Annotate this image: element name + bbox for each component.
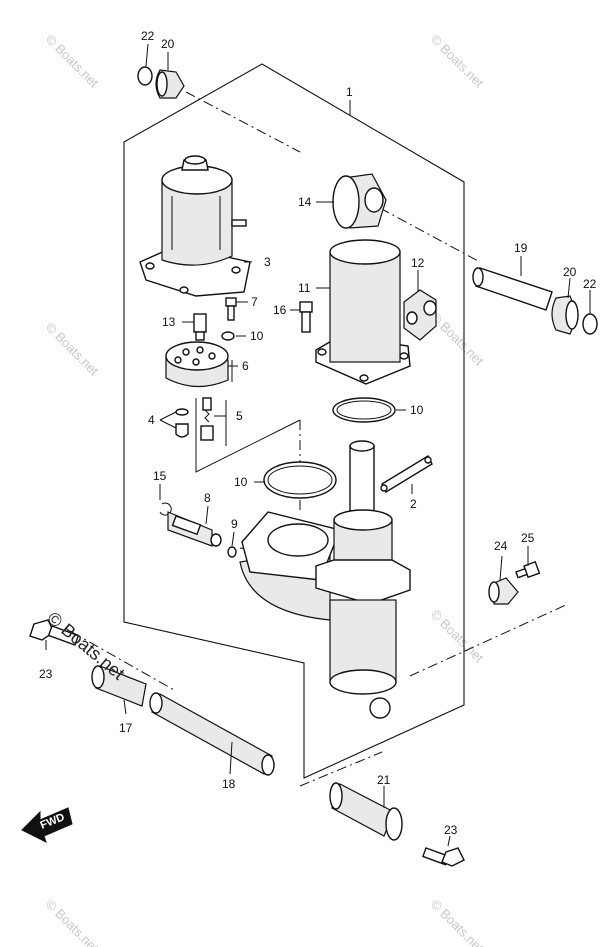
screw-part <box>225 297 237 321</box>
callout-20: 20 <box>161 37 175 51</box>
callout-18: 18 <box>222 777 236 791</box>
leader-lines <box>45 43 591 847</box>
axis-line <box>299 751 383 787</box>
circlip-part <box>159 502 172 516</box>
axis-line <box>185 91 301 153</box>
rubber-bushing-part <box>332 173 387 229</box>
watermark: © Boats.net <box>43 32 102 91</box>
callout-8: 8 <box>204 491 211 505</box>
callout-17: 17 <box>119 721 133 735</box>
callout-23: 23 <box>444 823 458 837</box>
assembly-frame <box>123 63 465 779</box>
tube-part <box>149 692 275 776</box>
o-ring-part <box>221 331 235 341</box>
spacer-part <box>488 577 519 605</box>
check-valve-part <box>175 408 189 438</box>
pin-part <box>472 267 553 311</box>
o-ring-part <box>263 461 337 499</box>
callout-16: 16 <box>273 303 287 317</box>
callout-5: 5 <box>236 409 243 423</box>
fwd-arrow-icon: FWD <box>21 807 73 843</box>
plug-part <box>403 289 437 341</box>
bushing-part <box>551 295 579 335</box>
callout-10: 10 <box>250 329 264 343</box>
watermarks: © Boats.net © Boats.net © Boats.net © Bo… <box>43 32 487 947</box>
spring-valve-part <box>200 397 214 441</box>
callout-12: 12 <box>411 256 425 270</box>
callout-19: 19 <box>514 241 528 255</box>
ring-part <box>227 546 237 558</box>
connector-line <box>195 398 301 473</box>
callout-25: 25 <box>521 531 535 545</box>
cylinder-part <box>239 440 411 719</box>
callout-24: 24 <box>494 539 508 553</box>
callouts: 22 20 1 3 14 19 20 22 12 11 16 7 13 10 6… <box>39 29 597 837</box>
callout-7: 7 <box>251 295 258 309</box>
reservoir-part <box>315 239 411 385</box>
callout-21: 21 <box>377 773 391 787</box>
watermark: © Boats.net <box>428 32 487 91</box>
callout-11: 11 <box>298 281 311 295</box>
o-ring-inner <box>267 465 333 495</box>
watermark: © Boats.net <box>43 320 102 379</box>
callout-14: 14 <box>298 195 312 209</box>
axis-line <box>409 603 569 677</box>
bracket-part <box>380 455 433 493</box>
callout-22: 22 <box>583 277 597 291</box>
callout-15: 15 <box>153 469 167 483</box>
watermark: © Boats.net <box>428 897 487 947</box>
screw-part <box>299 301 313 333</box>
callout-22: 22 <box>141 29 155 43</box>
manual-valve-part <box>167 511 222 547</box>
callout-1: 1 <box>346 85 353 99</box>
bolt-part <box>422 847 465 867</box>
flange-bushing-part <box>329 782 403 841</box>
bushing-part <box>155 69 185 99</box>
o-ring-part <box>332 397 396 423</box>
callout-4: 4 <box>148 413 155 427</box>
ring-part <box>137 66 153 86</box>
callout-9: 9 <box>231 517 238 531</box>
callout-2: 2 <box>410 497 417 511</box>
ring-part <box>582 313 598 335</box>
tube-bushing-part <box>91 665 147 707</box>
callout-23: 23 <box>39 667 53 681</box>
bolt-part <box>515 560 541 579</box>
callout-10: 10 <box>234 475 248 489</box>
prominent-watermark: © Boats.net <box>43 608 128 684</box>
axis-line <box>379 207 481 263</box>
callout-3: 3 <box>264 255 271 269</box>
motor-part <box>139 155 251 297</box>
valve-part <box>193 313 207 341</box>
callout-20: 20 <box>563 265 577 279</box>
o-ring-inner <box>336 400 392 420</box>
watermark: © Boats.net <box>43 897 102 947</box>
watermark: © Boats.net <box>428 607 487 666</box>
watermark: © Boats.net <box>428 310 487 369</box>
callout-6: 6 <box>242 359 249 373</box>
callout-13: 13 <box>162 315 176 329</box>
manifold-part <box>165 341 229 388</box>
callout-10: 10 <box>410 403 424 417</box>
bolt-part <box>29 619 80 646</box>
